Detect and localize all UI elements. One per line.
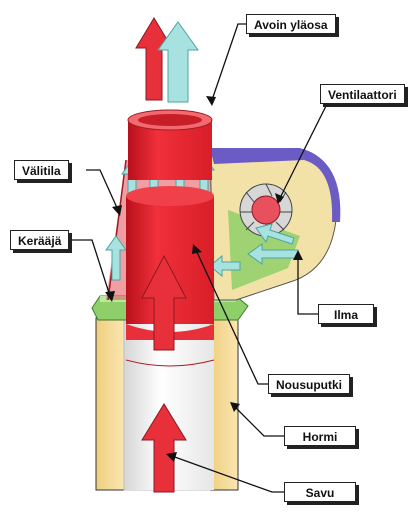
leader-gap — [86, 170, 118, 210]
fan-housing — [210, 148, 340, 300]
label-chimney: Hormi — [284, 426, 356, 446]
label-air: Ilma — [318, 304, 374, 324]
leader-collector — [70, 240, 110, 296]
label-gap: Välitila — [14, 160, 69, 180]
leader-open-top — [212, 24, 246, 100]
label-open-top: Avoin yläosa — [246, 14, 336, 34]
chimney-wall-left — [96, 318, 124, 490]
leader-chimney — [234, 406, 284, 436]
label-collector: Kerääjä — [10, 230, 69, 250]
label-riser-pipe: Nousuputki — [268, 374, 350, 394]
label-smoke: Savu — [284, 482, 356, 502]
smoke-arrow-top-left — [136, 18, 172, 100]
fan-hub — [252, 196, 280, 224]
label-fan: Ventilaattori — [320, 84, 405, 104]
